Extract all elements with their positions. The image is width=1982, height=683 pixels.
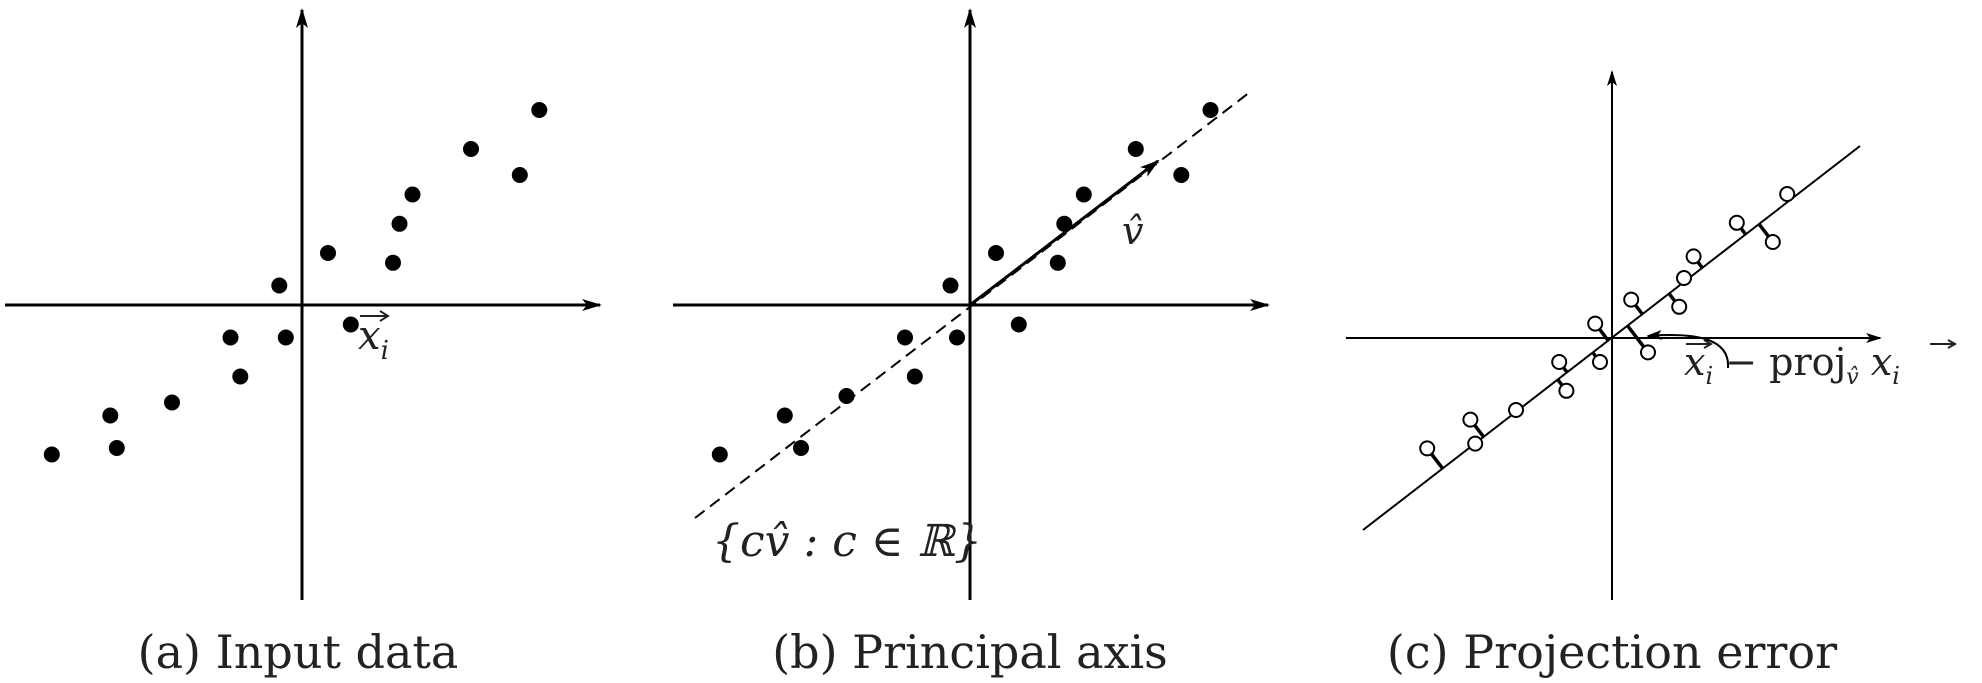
panel-c-error-segment-9 — [1626, 324, 1646, 348]
panel-a-data-point-1 — [102, 407, 119, 424]
panel-c-data-point-0 — [1419, 440, 1436, 457]
panel-a-data-point-5 — [232, 368, 249, 385]
panel-c-error-segment-12 — [1696, 260, 1705, 270]
panel-c-data-point-6 — [1587, 315, 1604, 332]
panel-a-data-point-12 — [404, 186, 421, 203]
panel-c-data-point-15 — [1779, 186, 1796, 202]
panel-a: xi (a) Input data — [5, 8, 602, 679]
panel-b-data-point-3 — [838, 388, 855, 404]
panel-a-data-point-4 — [222, 329, 239, 346]
panel-a-data-point-13 — [463, 141, 479, 157]
panel-b-points — [711, 102, 1219, 463]
panel-b-data-point-11 — [1056, 215, 1073, 232]
panel-b-caption: (b) Principal axis — [772, 625, 1168, 679]
panel-b-data-point-1 — [776, 407, 793, 424]
panel-b-data-point-2 — [793, 440, 809, 456]
panel-a-data-point-15 — [531, 102, 548, 118]
panel-c-error-segment-6 — [1598, 328, 1610, 342]
panel-a-points — [43, 102, 548, 463]
panel-a-point-label: xi — [358, 313, 389, 366]
panel-c-error-pointer-arrow-icon — [1646, 329, 1730, 369]
panel-c: xi − projv̂ xi (c) Projection error — [1346, 70, 1958, 679]
panel-b-direction-arrow — [969, 159, 1160, 307]
panel-b-line-label: {cv̂ : c ∈ ℝ} — [712, 516, 982, 567]
panel-a-caption: (a) Input data — [138, 625, 459, 679]
panel-b-data-point-6 — [942, 277, 959, 294]
panel-c-error-segment-4 — [1562, 366, 1569, 374]
panel-b-direction-label: v̂ — [1122, 209, 1144, 253]
panel-c-data-point-13 — [1728, 214, 1745, 231]
panel-c-data-point-1 — [1462, 411, 1479, 428]
panel-b-data-point-13 — [1127, 141, 1144, 157]
panel-c-data-point-3 — [1508, 402, 1524, 418]
panel-c-data-point-9 — [1640, 344, 1656, 361]
panel-c-error-segment-10 — [1668, 292, 1677, 303]
panel-c-error-segment-5 — [1556, 378, 1564, 387]
panel-b-data-point-10 — [1049, 254, 1066, 271]
panel-c-error-segment-0 — [1430, 452, 1444, 470]
panel-c-data-point-2 — [1467, 435, 1484, 452]
panel-b-principal-axis-line — [694, 91, 1251, 519]
panel-a-data-point-10 — [385, 254, 401, 271]
panel-c-points — [1419, 186, 1796, 470]
panel-a-data-point-9 — [342, 316, 359, 333]
panel-c-data-point-11 — [1676, 270, 1692, 286]
panel-c-error-label-vector-arrow-1-icon — [1686, 339, 1714, 349]
panel-c-data-point-14 — [1764, 234, 1781, 250]
panel-c-data-point-5 — [1558, 382, 1575, 399]
panel-a-vector-arrow-icon — [360, 310, 390, 322]
panel-a-data-point-6 — [271, 277, 288, 294]
panel-b: v̂ {cv̂ : c ∈ ℝ} (b) Principal axis — [673, 8, 1270, 679]
panel-b-data-point-7 — [949, 329, 965, 346]
panel-b-data-point-8 — [988, 245, 1004, 261]
panel-b-data-point-5 — [906, 368, 923, 385]
panel-a-data-point-0 — [43, 446, 60, 463]
panel-c-caption: (c) Projection error — [1387, 625, 1837, 679]
panel-c-error-segment-13 — [1739, 227, 1748, 237]
panel-b-data-point-15 — [1202, 102, 1219, 118]
panel-b-data-point-9 — [1010, 316, 1027, 333]
panel-c-data-point-8 — [1623, 291, 1640, 308]
panel-c-error-label: xi − projv̂ xi — [1684, 340, 1900, 390]
panel-a-data-point-8 — [320, 245, 336, 261]
panel-c-data-point-12 — [1685, 248, 1702, 265]
panel-a-data-point-2 — [108, 440, 125, 456]
panel-b-data-point-12 — [1075, 186, 1092, 203]
panel-c-error-label-vector-arrow-2-icon — [1930, 339, 1958, 349]
panel-b-data-point-14 — [1173, 167, 1190, 183]
panel-c-data-point-10 — [1671, 298, 1688, 315]
panel-b-data-point-0 — [711, 446, 728, 463]
panel-b-data-point-4 — [897, 329, 913, 346]
panel-c-error-segment-1 — [1473, 424, 1485, 438]
panel-a-data-point-7 — [277, 329, 294, 346]
panel-a-data-point-11 — [391, 215, 408, 232]
panel-a-data-point-14 — [511, 167, 528, 183]
panel-c-principal-axis-line — [1362, 145, 1861, 531]
panel-c-error-segment-14 — [1758, 223, 1770, 238]
panel-a-data-point-3 — [164, 394, 180, 411]
panel-c-data-point-4 — [1551, 354, 1568, 370]
panel-c-data-point-7 — [1592, 354, 1608, 370]
panel-c-error-segment-8 — [1634, 304, 1644, 316]
